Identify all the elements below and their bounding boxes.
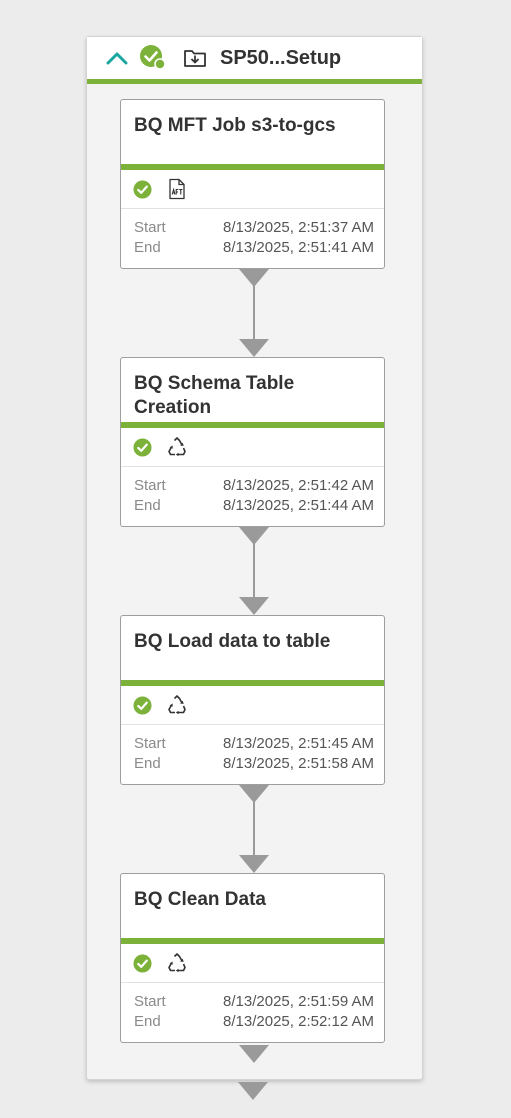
folder-icon-wrap	[183, 46, 207, 70]
start-time: 8/13/2025, 2:51:37 AM	[223, 219, 374, 236]
start-label: Start	[134, 219, 166, 236]
connector-arrow	[239, 269, 269, 357]
collapse-button[interactable]	[105, 46, 129, 70]
end-time-row: End 8/13/2025, 2:51:58 AM	[134, 755, 374, 775]
job-status-bar	[121, 164, 384, 170]
start-time-row: Start 8/13/2025, 2:51:42 AM	[134, 477, 374, 497]
job-status-bar	[121, 422, 384, 428]
job-title: BQ Schema Table Creation	[134, 373, 295, 418]
job-card-3[interactable]: BQ Load data to table Start 8/13/2025, 2…	[120, 615, 385, 785]
job-title: BQ MFT Job s3-to-gcs	[134, 115, 336, 136]
aft-file-icon	[169, 178, 185, 200]
recycle-icon	[168, 437, 186, 457]
end-time: 8/13/2025, 2:51:58 AM	[223, 755, 374, 772]
connector-arrow	[239, 785, 269, 873]
job-status-bar	[121, 938, 384, 944]
end-time-row: End 8/13/2025, 2:51:41 AM	[134, 239, 374, 259]
start-label: Start	[134, 477, 166, 494]
folder-status	[139, 44, 166, 70]
end-time-row: End 8/13/2025, 2:51:44 AM	[134, 497, 374, 517]
recycle-icon	[168, 695, 186, 715]
check-circle-icon	[133, 180, 152, 199]
start-time-row: Start 8/13/2025, 2:51:59 AM	[134, 993, 374, 1013]
end-label: End	[134, 755, 161, 772]
start-time: 8/13/2025, 2:51:45 AM	[223, 735, 374, 752]
job-status-row	[121, 428, 384, 467]
job-card-4[interactable]: BQ Clean Data Start 8/13/2025, 2:51:59 A…	[120, 873, 385, 1043]
check-circle-icon	[133, 954, 152, 973]
job-status-row	[121, 686, 384, 725]
end-time: 8/13/2025, 2:51:44 AM	[223, 497, 374, 514]
job-status-bar	[121, 680, 384, 686]
check-circle-icon	[133, 438, 152, 457]
folder-download-icon	[184, 50, 206, 67]
start-time-row: Start 8/13/2025, 2:51:37 AM	[134, 219, 374, 239]
start-time-row: Start 8/13/2025, 2:51:45 AM	[134, 735, 374, 755]
end-time-row: End 8/13/2025, 2:52:12 AM	[134, 1013, 374, 1033]
job-status-row	[121, 170, 384, 209]
start-time: 8/13/2025, 2:51:59 AM	[223, 993, 374, 1010]
end-time: 8/13/2025, 2:51:41 AM	[223, 239, 374, 256]
check-circle-icon	[133, 696, 152, 715]
end-label: End	[134, 239, 161, 256]
connector-arrow	[239, 527, 269, 615]
panel-header: SP50...Setup	[87, 37, 422, 84]
connector-arrow-head	[239, 1045, 269, 1063]
recycle-icon	[168, 953, 186, 973]
job-card-1[interactable]: BQ MFT Job s3-to-gcs Start 8/13/2025, 2:…	[120, 99, 385, 269]
job-title: BQ Load data to table	[134, 631, 331, 652]
end-time: 8/13/2025, 2:52:12 AM	[223, 1013, 374, 1030]
job-card-2[interactable]: BQ Schema Table Creation Start 8/13/2025…	[120, 357, 385, 527]
start-label: Start	[134, 993, 166, 1010]
panel-title: SP50...Setup	[220, 47, 342, 69]
check-circle-icon	[140, 45, 166, 70]
chevron-up-icon	[106, 52, 128, 65]
outgoing-arrow	[238, 1082, 268, 1100]
folder-panel: SP50...Setup BQ MFT Job s3-to-gcs Start …	[86, 36, 423, 1080]
end-label: End	[134, 497, 161, 514]
start-time: 8/13/2025, 2:51:42 AM	[223, 477, 374, 494]
job-title: BQ Clean Data	[134, 889, 266, 910]
start-label: Start	[134, 735, 166, 752]
end-label: End	[134, 1013, 161, 1030]
job-status-row	[121, 944, 384, 983]
